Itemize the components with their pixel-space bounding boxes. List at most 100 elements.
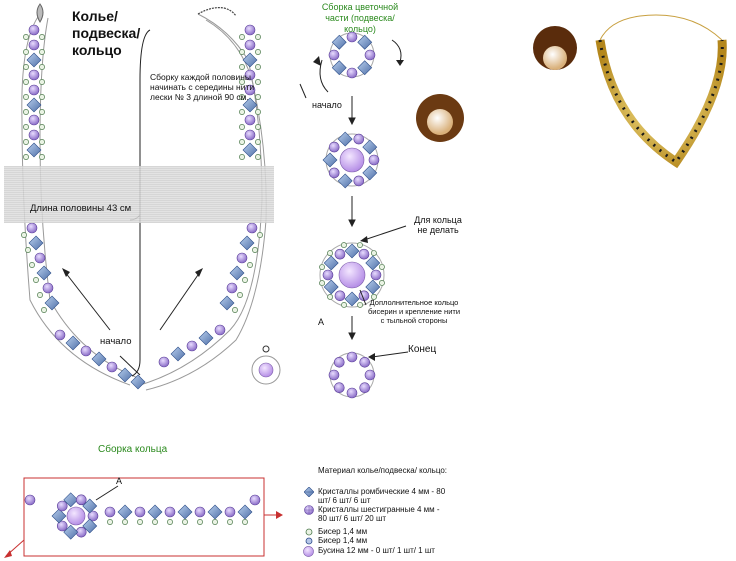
flower-bead [344, 291, 360, 307]
necklace-bead [28, 69, 40, 81]
necklace-bead [246, 222, 258, 234]
seed-bead [239, 64, 245, 70]
necklace-bead [28, 235, 44, 251]
flower-bead [362, 165, 378, 181]
seed-bead [25, 247, 31, 253]
ring-bead [63, 524, 79, 540]
legend-item-seed: Бисер 1,4 мм [305, 527, 448, 536]
pendant-preview [251, 345, 281, 385]
seed-bead [39, 94, 45, 100]
ring-bead [63, 492, 79, 508]
seed-bead [255, 34, 261, 40]
necklace-bead [244, 39, 256, 51]
necklace-bead [26, 52, 42, 68]
seed-bead [23, 64, 29, 70]
flower-bead [364, 49, 376, 61]
necklace-bead [244, 69, 256, 81]
half-length-band [4, 166, 274, 223]
assembly-note: Сборку каждой половины начинать с середи… [150, 72, 255, 102]
necklace-bead [26, 97, 42, 113]
ring-bead [207, 504, 223, 520]
flower-bead [359, 382, 371, 394]
flower-end-label: Конец [408, 344, 437, 355]
seed-bead [227, 519, 233, 525]
seed-bead [39, 79, 45, 85]
seed-bead [255, 49, 261, 55]
seed-bead [239, 49, 245, 55]
flower-bead [346, 67, 358, 79]
seed-bead [370, 250, 377, 256]
seed-bead [327, 250, 333, 257]
seed-bead [357, 242, 363, 248]
flower-bead [359, 356, 371, 368]
seed-bead [23, 79, 29, 85]
necklace-bead [36, 265, 52, 281]
flower-bead [322, 152, 338, 168]
seed-bead [212, 519, 218, 525]
flower-point-a: A [318, 317, 325, 327]
beaded-necklace-photo [595, 14, 727, 169]
flower-bead [333, 382, 345, 394]
chain-icon [197, 7, 237, 17]
seed-bead [23, 94, 29, 100]
flower-assembly-title: Сборка цветочной части (подвеска/ кольцо… [321, 2, 399, 34]
necklace-bead [80, 345, 92, 357]
flower-bead [337, 173, 353, 189]
seed-bead [232, 307, 238, 313]
ring-skip-note: Для кольца не делать [414, 215, 462, 235]
flower-bead [328, 167, 340, 179]
legend-header: Материал колье/подвеска/ кольцо: [318, 466, 447, 475]
flower-bead [337, 131, 353, 147]
seed-bead [247, 262, 253, 268]
seed-bead [39, 64, 45, 70]
seed-bead [23, 154, 29, 160]
flower-bead [323, 255, 339, 271]
ring-bead [104, 506, 116, 518]
legend-item-rhombic: Кристаллы ромбические 4 мм - 80 шт/ 6 шт… [304, 487, 448, 505]
necklace-bead [65, 335, 81, 351]
seed-bead [242, 277, 248, 283]
seed-bead [239, 139, 245, 145]
seed-bead [39, 139, 45, 145]
necklace-bead [219, 295, 235, 311]
large-bead-icon [303, 546, 314, 557]
seed-bead [378, 263, 385, 270]
flower-bead [358, 248, 370, 260]
necklace-bead [242, 52, 258, 68]
seed-bead [379, 280, 385, 286]
seed-bead [255, 154, 261, 160]
flower-bead [331, 34, 347, 50]
necklace-bead [158, 356, 170, 368]
flower-bead [328, 49, 340, 61]
necklace-bead [28, 24, 40, 36]
seed-bead [41, 307, 47, 313]
necklace-bead [170, 346, 186, 362]
necklace-bead [244, 84, 256, 96]
ring-bead [224, 506, 236, 518]
extra-ring-note: Доплолнительное кольцо бисерин и креплен… [367, 298, 461, 325]
ring-bead [237, 504, 253, 520]
necklace-start-label: начало [100, 336, 132, 347]
flower-start-label: начало [312, 100, 342, 110]
flower-bead [368, 154, 380, 166]
flower-bead [328, 369, 340, 381]
ring-assembly-title: Сборка кольца [98, 444, 168, 455]
flower-bead [334, 248, 346, 260]
seed-bead [237, 292, 243, 298]
necklace-bead [106, 361, 118, 373]
ring-bead [56, 500, 68, 512]
ring-assembly-frame [4, 477, 283, 558]
seed-bead [23, 124, 29, 130]
flower-stage-4 [328, 351, 376, 399]
seed-bead [255, 124, 261, 130]
seed-bead [21, 232, 27, 238]
seed-bead-icon [305, 528, 313, 536]
seed-bead [255, 79, 261, 85]
necklace-bead [28, 114, 40, 126]
flower-bead [357, 34, 373, 50]
ring-bead [82, 518, 98, 534]
ring-bead [56, 520, 68, 532]
seed-bead [39, 154, 45, 160]
necklace-bead [229, 265, 245, 281]
